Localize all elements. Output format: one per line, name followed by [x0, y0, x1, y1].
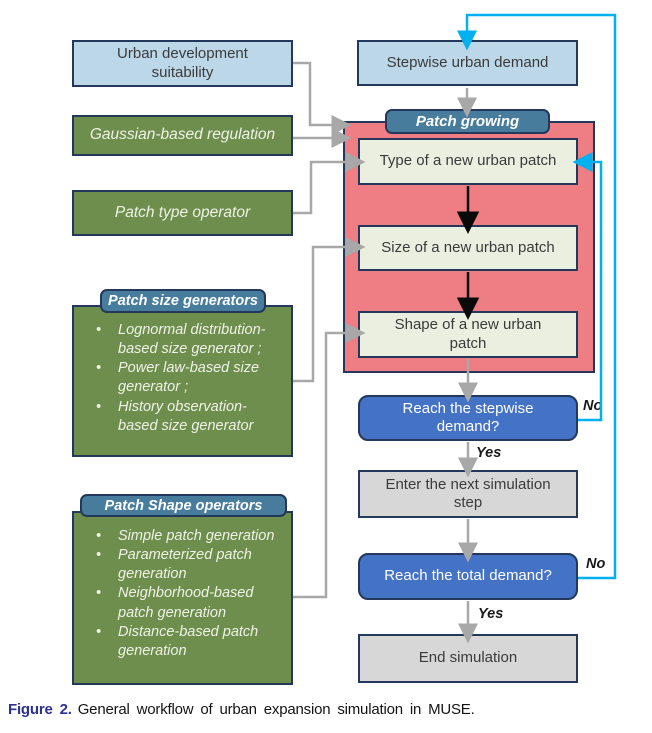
edge-label-no-total: No	[586, 556, 606, 572]
node-patch-type-operator: Patch type operator	[72, 190, 293, 236]
figure-caption-label: Figure 2.	[8, 701, 72, 718]
edge-label-yes-stepwise: Yes	[476, 445, 502, 461]
patch-size-generators-box: Lognormal distribution-based size genera…	[72, 305, 293, 457]
node-type-of-new-urban-patch: Type of a new urban patch	[358, 138, 578, 185]
node-label: Enter the next simulation step	[385, 475, 551, 511]
node-label: Size of a new urban patch	[381, 238, 555, 256]
patch-growing-header: Patch growing	[385, 109, 550, 134]
node-gaussian-based-regulation: Gaussian-based regulation	[72, 115, 293, 156]
node-label: Stepwise urban demand	[386, 53, 549, 71]
list-item: Simple patch generation	[92, 527, 283, 546]
node-label: End simulation	[418, 649, 518, 667]
list-item: Lognormal distribution-based size genera…	[92, 321, 283, 359]
node-stepwise-urban-demand: Stepwise urban demand	[357, 40, 578, 86]
node-size-of-new-urban-patch: Size of a new urban patch	[358, 225, 578, 271]
list-item: Power law-based size generator ;	[92, 359, 283, 397]
list-item: Distance-based patch generation	[92, 623, 283, 661]
node-shape-of-new-urban-patch: Shape of a new urban patch	[358, 311, 578, 358]
node-end-simulation: End simulation	[358, 634, 578, 683]
node-label: Gaussian-based regulation	[89, 126, 276, 144]
node-reach-stepwise-demand: Reach the stepwise demand?	[358, 395, 578, 441]
list-item: Parameterized patch generation	[92, 546, 283, 584]
node-reach-total-demand: Reach the total demand?	[358, 553, 578, 600]
patch-shape-operator-list: Simple patch generation Parameterized pa…	[74, 513, 291, 661]
figure-caption: Figure 2. General workflow of urban expan…	[8, 701, 648, 718]
edge-label-yes-total: Yes	[478, 606, 504, 622]
node-urban-development-suitability: Urban development suitability	[72, 40, 293, 87]
patch-size-generators-header: Patch size generators	[100, 289, 266, 313]
patch-size-generator-list: Lognormal distribution-based size genera…	[74, 307, 291, 436]
figure-caption-text: General workflow of urban expansion simu…	[77, 701, 475, 718]
edge-shape-operators-to-shape	[293, 323, 366, 599]
node-label: Reach the total demand?	[384, 567, 552, 585]
group-title: Patch Shape operators	[104, 497, 263, 514]
edge-size-generators-to-size	[293, 237, 366, 383]
group-title: Patch size generators	[108, 293, 258, 309]
edge-suitability-to-panel	[293, 61, 352, 135]
patch-shape-operators-header: Patch Shape operators	[80, 494, 287, 517]
node-label: Urban development suitability	[117, 45, 248, 81]
edge-label-no-stepwise: No	[583, 398, 603, 414]
list-item: History observation- based size generato…	[92, 398, 283, 436]
patch-shape-operators-box: Simple patch generation Parameterized pa…	[72, 511, 293, 685]
list-item: Neighborhood-based patch generation	[92, 584, 283, 622]
node-label: Reach the stepwise demand?	[402, 399, 534, 435]
group-title: Patch growing	[415, 113, 520, 130]
node-label: Patch type operator	[114, 203, 251, 221]
edge-type-operator-to-type	[293, 152, 366, 215]
node-label: Type of a new urban patch	[379, 152, 557, 170]
node-enter-next-simulation-step: Enter the next simulation step	[358, 470, 578, 518]
node-label: Shape of a new urban patch	[394, 316, 542, 352]
